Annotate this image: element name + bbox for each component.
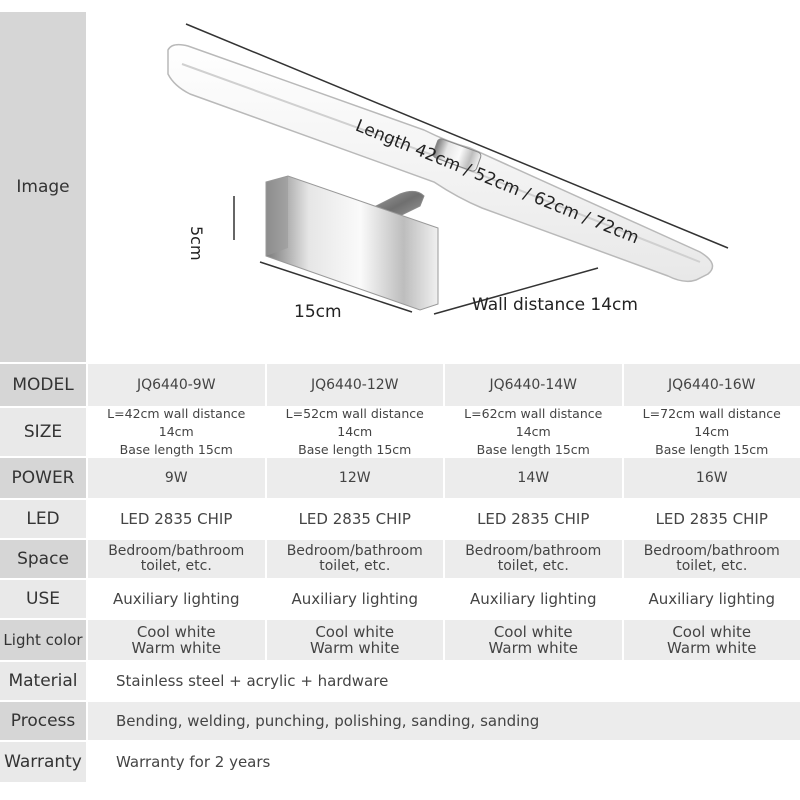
- light-color-line: Cool white: [136, 623, 216, 641]
- size-line: L=72cm wall distance 14cm: [642, 406, 781, 439]
- warranty-row-label: Warranty: [0, 742, 86, 782]
- material-row: Material Stainless steel + acrylic + har…: [0, 662, 800, 700]
- space-line: Bedroom/bathroom: [108, 543, 245, 559]
- lamp-drawing: [167, 23, 729, 315]
- image-row: Image: [0, 12, 800, 362]
- size-line: L=62cm wall distance 14cm: [464, 406, 603, 439]
- image-row-label: Image: [0, 12, 86, 362]
- use-cell: Auxiliary lighting: [88, 580, 265, 618]
- size-line: Base length 15cm: [298, 442, 412, 457]
- length-dimension-line: [185, 23, 729, 249]
- light-color-line: Warm white: [310, 639, 400, 657]
- led-row-label: LED: [0, 500, 86, 538]
- led-cell: LED 2835 CHIP: [266, 500, 443, 538]
- power-cell: 12W: [266, 458, 443, 498]
- led-row: LED LED 2835 CHIP LED 2835 CHIP LED 2835…: [0, 500, 800, 538]
- material-value: Stainless steel + acrylic + hardware: [88, 662, 800, 700]
- space-line: Bedroom/bathroom: [286, 543, 423, 559]
- process-row-label: Process: [0, 702, 86, 740]
- base-dimension-line: [259, 261, 413, 313]
- use-cell: Auxiliary lighting: [445, 580, 622, 618]
- light-color-line: Warm white: [488, 639, 578, 657]
- space-line: Bedroom/bathroom: [643, 543, 780, 559]
- power-cell: 9W: [88, 458, 265, 498]
- light-color-line: Warm white: [131, 639, 221, 657]
- product-dimension-image: Length 42cm / 52cm / 62cm / 72cm 5cm 15c…: [88, 12, 800, 362]
- space-line: toilet, etc.: [319, 558, 391, 574]
- warranty-row: Warranty Warranty for 2 years: [0, 742, 800, 782]
- space-line: toilet, etc.: [676, 558, 748, 574]
- space-line: toilet, etc.: [140, 558, 212, 574]
- model-cell: JQ6440-9W: [88, 364, 265, 406]
- size-line: Base length 15cm: [655, 442, 769, 457]
- size-line: Base length 15cm: [476, 442, 590, 457]
- model-cell: JQ6440-12W: [266, 364, 443, 406]
- use-cell: Auxiliary lighting: [623, 580, 800, 618]
- size-line: Base length 15cm: [119, 442, 233, 457]
- wall-distance-label: Wall distance 14cm: [472, 295, 638, 315]
- power-row: POWER 9W 12W 14W 16W: [0, 458, 800, 498]
- process-row: Process Bending, welding, punching, poli…: [0, 702, 800, 740]
- space-line: toilet, etc.: [497, 558, 569, 574]
- base-label: 15cm: [294, 302, 342, 322]
- power-cell: 14W: [445, 458, 622, 498]
- led-cell: LED 2835 CHIP: [623, 500, 800, 538]
- use-row-label: USE: [0, 580, 86, 618]
- model-row-label: MODEL: [0, 364, 86, 406]
- lamp-hinge: [432, 138, 482, 172]
- led-cell: LED 2835 CHIP: [88, 500, 265, 538]
- led-cell: LED 2835 CHIP: [445, 500, 622, 538]
- size-line: L=52cm wall distance 14cm: [285, 406, 424, 439]
- model-cell: JQ6440-16W: [623, 364, 800, 406]
- wall-distance-dimension-line: [433, 267, 599, 315]
- light-color-line: Cool white: [672, 623, 752, 641]
- height-label: 5cm: [187, 226, 206, 261]
- light-color-line: Cool white: [493, 623, 573, 641]
- size-line: L=42cm wall distance 14cm: [107, 406, 246, 439]
- process-value: Bending, welding, punching, polishing, s…: [88, 702, 800, 740]
- power-cell: 16W: [623, 458, 800, 498]
- material-row-label: Material: [0, 662, 86, 700]
- space-line: Bedroom/bathroom: [465, 543, 602, 559]
- use-row: USE Auxiliary lighting Auxiliary lightin…: [0, 580, 800, 618]
- model-row: MODEL JQ6440-9W JQ6440-12W JQ6440-14W JQ…: [0, 364, 800, 406]
- space-row-label: Space: [0, 540, 86, 578]
- lamp-bar: [167, 43, 714, 283]
- model-cell: JQ6440-14W: [445, 364, 622, 406]
- light-color-row-label: Light color: [0, 620, 86, 660]
- warranty-value: Warranty for 2 years: [88, 742, 800, 782]
- power-row-label: POWER: [0, 458, 86, 498]
- light-color-line: Warm white: [667, 639, 757, 657]
- light-color-line: Cool white: [315, 623, 395, 641]
- size-row-label: SIZE: [0, 408, 86, 456]
- use-cell: Auxiliary lighting: [266, 580, 443, 618]
